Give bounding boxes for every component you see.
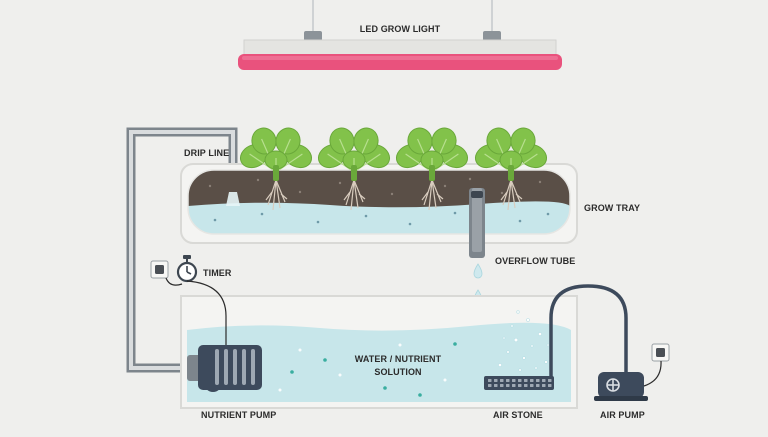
light-cords (304, 0, 501, 41)
bubble (506, 350, 510, 354)
bubble (498, 363, 502, 367)
drip-emitter (226, 192, 240, 206)
bubble (530, 344, 534, 348)
led-grow-light-label: LED GROW LIGHT (360, 24, 441, 34)
timer-outlet (150, 260, 169, 279)
plant (239, 127, 313, 211)
grow-tray (180, 163, 578, 244)
bubble (522, 356, 526, 360)
air-pump-outlet (651, 343, 670, 362)
drip-line-label: DRIP LINE (184, 148, 229, 158)
bubble (513, 337, 519, 343)
plant (395, 127, 469, 211)
timer-stopwatch-icon (176, 255, 198, 283)
air-stone-label: AIR STONE (493, 410, 543, 420)
plants (239, 127, 548, 211)
overflow-tube-label: OVERFLOW TUBE (495, 256, 575, 266)
grow-tray-label: GROW TRAY (584, 203, 640, 213)
nutrient-pump-label: NUTRIENT PUMP (201, 410, 276, 420)
bubble (544, 360, 548, 364)
plant (317, 127, 391, 211)
overflow-tube (469, 188, 485, 258)
bubble (510, 324, 514, 328)
air-pump-cord (643, 360, 662, 387)
bubble (538, 332, 542, 336)
air-pump (594, 372, 648, 401)
bubble (546, 343, 550, 347)
solution-label-line1: WATER / NUTRIENT (355, 354, 442, 364)
pump-cord (186, 280, 227, 345)
bubble (518, 368, 522, 372)
air-line (549, 284, 628, 378)
air-pump-label: AIR PUMP (600, 410, 645, 420)
bubble (502, 336, 506, 340)
timer-label: TIMER (203, 268, 232, 278)
bubble (516, 310, 520, 314)
drip-line (126, 127, 238, 373)
bubble (526, 318, 530, 322)
led-grow-light (238, 39, 562, 70)
solution-label-line2: SOLUTION (374, 367, 421, 377)
air-bubbles (498, 310, 550, 372)
air-stone (484, 376, 554, 390)
plant (474, 127, 548, 211)
nutrient-pump (187, 345, 262, 392)
bubble (534, 366, 538, 370)
timer-cord (165, 277, 183, 286)
